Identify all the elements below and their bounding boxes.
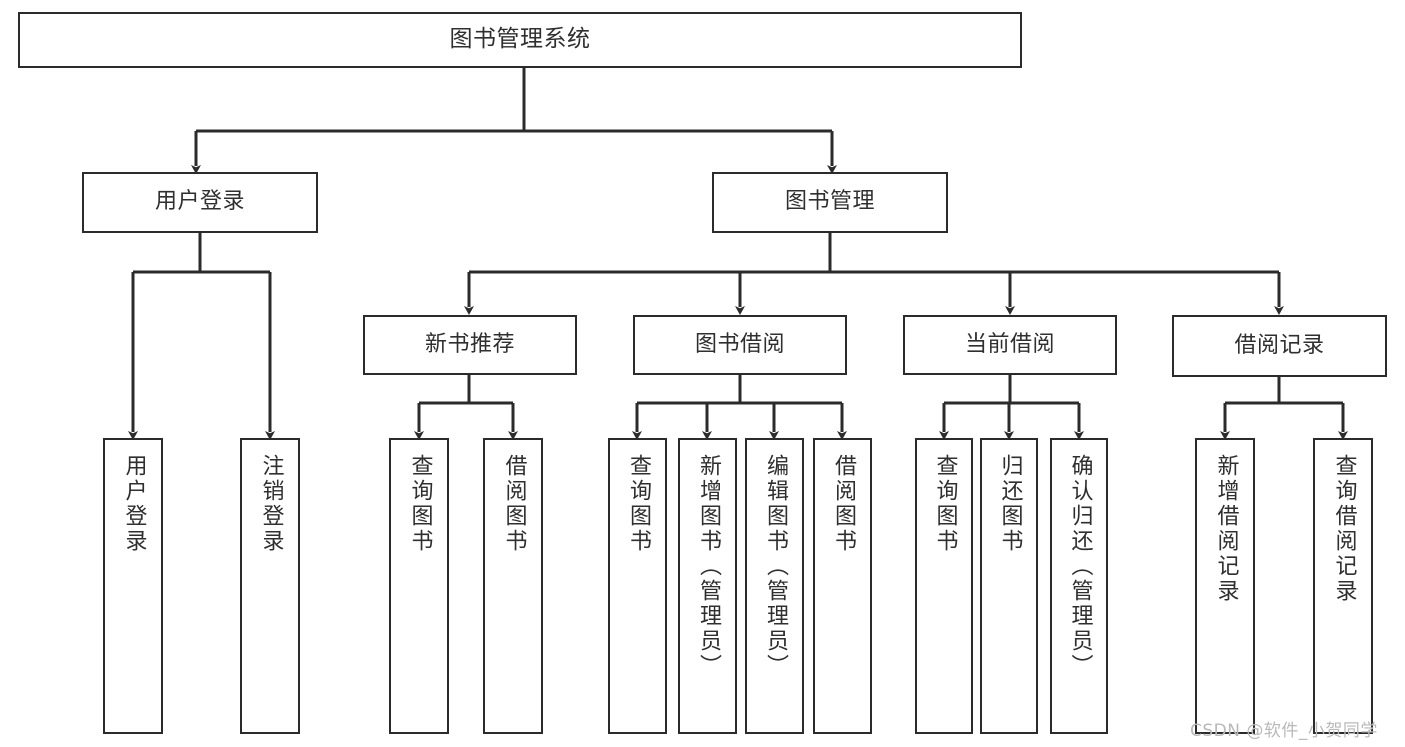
csdn-watermark: CSDN @软件_小贺同学 xyxy=(1190,721,1378,741)
node-leaf-edit-book-label: 编辑图书（管理员） xyxy=(762,454,788,679)
node-leaf-borrow-book-2[interactable]: 借阅图书 xyxy=(813,438,872,734)
node-leaf-query-record-label: 查询借阅记录 xyxy=(1331,454,1357,604)
node-leaf-borrow-book-1[interactable]: 借阅图书 xyxy=(483,438,543,734)
node-leaf-query-book-3[interactable]: 查询图书 xyxy=(915,438,973,734)
node-leaf-logout[interactable]: 注销登录 xyxy=(240,438,300,734)
node-book-manage[interactable]: 图书管理 xyxy=(712,172,948,233)
node-new-book-recommend-label: 新书推荐 xyxy=(424,331,515,357)
node-new-book-recommend[interactable]: 新书推荐 xyxy=(363,315,577,375)
node-leaf-borrow-book-2-label: 借阅图书 xyxy=(830,454,856,554)
node-root[interactable]: 图书管理系统 xyxy=(18,12,1022,68)
node-leaf-query-book-2-label: 查询图书 xyxy=(625,454,651,554)
node-book-borrow[interactable]: 图书借阅 xyxy=(633,315,847,375)
node-book-borrow-label: 图书借阅 xyxy=(694,331,785,357)
node-leaf-add-record-label: 新增借阅记录 xyxy=(1213,454,1239,604)
node-leaf-query-book-1[interactable]: 查询图书 xyxy=(389,438,449,734)
node-leaf-confirm-return-label: 确认归还（管理员） xyxy=(1067,454,1093,679)
node-user-login-label: 用户登录 xyxy=(154,189,245,215)
node-leaf-add-book[interactable]: 新增图书（管理员） xyxy=(678,438,737,734)
node-user-login[interactable]: 用户登录 xyxy=(82,172,318,233)
node-root-label: 图书管理系统 xyxy=(449,26,591,53)
node-leaf-query-book-3-label: 查询图书 xyxy=(932,454,958,554)
node-leaf-return-book-label: 归还图书 xyxy=(997,454,1023,554)
node-leaf-add-record[interactable]: 新增借阅记录 xyxy=(1195,438,1255,734)
node-leaf-user-login[interactable]: 用户登录 xyxy=(103,438,163,734)
node-current-borrow-label: 当前借阅 xyxy=(964,331,1055,357)
node-leaf-user-login-label: 用户登录 xyxy=(121,454,147,554)
node-leaf-edit-book[interactable]: 编辑图书（管理员） xyxy=(745,438,804,734)
node-leaf-logout-label: 注销登录 xyxy=(258,454,284,554)
node-leaf-query-book-1-label: 查询图书 xyxy=(407,454,433,554)
node-leaf-query-book-2[interactable]: 查询图书 xyxy=(608,438,667,734)
node-leaf-query-record[interactable]: 查询借阅记录 xyxy=(1313,438,1373,734)
node-current-borrow[interactable]: 当前借阅 xyxy=(903,315,1117,375)
node-book-manage-label: 图书管理 xyxy=(784,189,875,215)
node-leaf-borrow-book-1-label: 借阅图书 xyxy=(501,454,527,554)
node-leaf-confirm-return[interactable]: 确认归还（管理员） xyxy=(1050,438,1108,734)
node-borrow-record-label: 借阅记录 xyxy=(1234,332,1325,358)
node-leaf-return-book[interactable]: 归还图书 xyxy=(980,438,1038,734)
node-leaf-add-book-label: 新增图书（管理员） xyxy=(695,454,721,679)
node-borrow-record[interactable]: 借阅记录 xyxy=(1172,315,1387,377)
